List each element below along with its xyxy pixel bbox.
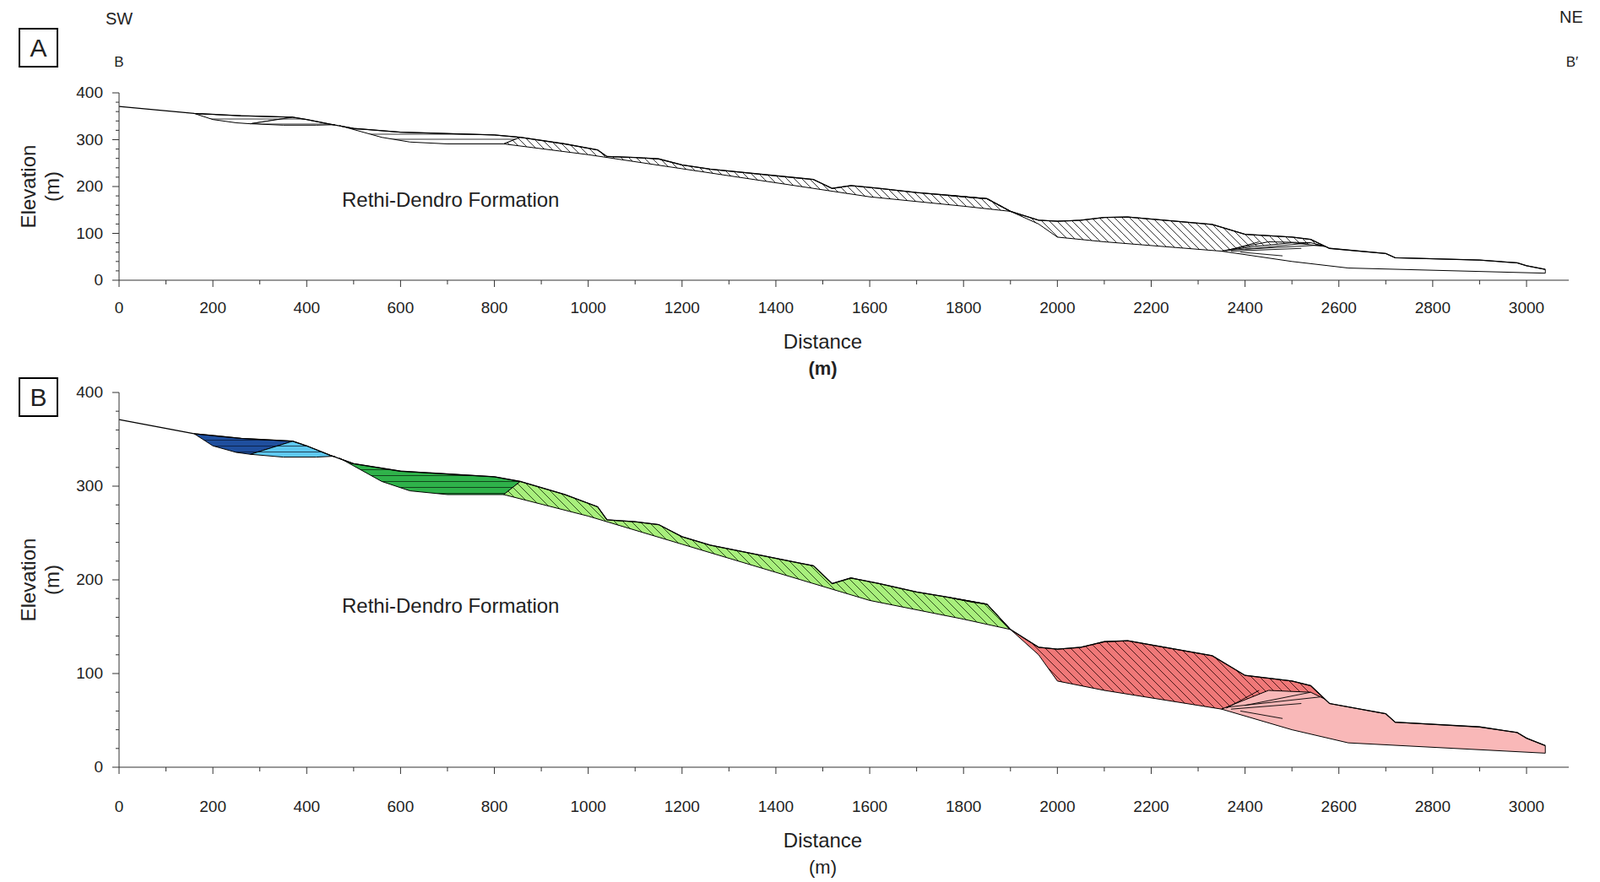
axis-tick-label: 0 (114, 298, 125, 318)
axis-tick-label: 300 (75, 477, 104, 496)
axis-unit: (m) (808, 856, 837, 879)
fault-line (1231, 704, 1302, 711)
axis-tick-label: 100 (75, 664, 104, 684)
axis-tick-label: 400 (75, 383, 104, 402)
landslide-body (250, 441, 336, 458)
topographic-profile (119, 106, 1546, 270)
axis-tick-label: 200 (75, 570, 104, 590)
fault-line (1245, 243, 1312, 250)
axis-tick-label: 0 (114, 797, 125, 817)
fault-line (1225, 690, 1259, 709)
panel-letter: B (29, 385, 47, 411)
axis-tick-label: 1800 (945, 298, 982, 318)
axis-tick-label: 2800 (1415, 298, 1451, 318)
axis-tick-label: 2400 (1226, 298, 1263, 318)
colored-section (112, 392, 1569, 775)
formation-label: Rethi-Dendro Formation (341, 594, 559, 619)
axis-tick-label: 0 (93, 271, 104, 290)
axis-tick-label: 800 (481, 797, 509, 817)
panel-letter: A (29, 35, 47, 61)
axis-tick-label: 2000 (1039, 797, 1075, 817)
landslide-body (250, 117, 336, 125)
fault-line (1240, 252, 1283, 256)
axis-tick-label: 2200 (1133, 797, 1169, 817)
section-end-label: B′ (1566, 54, 1579, 71)
axis-tick-label: 1600 (851, 797, 888, 817)
axis-tick-label: 2800 (1415, 797, 1451, 817)
landslide-body (504, 481, 1011, 630)
landslide-body (1221, 690, 1546, 754)
axis-tick-label: 1600 (851, 298, 888, 318)
axis-tick-label: 2200 (1133, 298, 1169, 318)
landslide-body (987, 198, 1325, 251)
axis-tick-label: 200 (199, 797, 227, 817)
axis-unit: (m) (808, 357, 837, 380)
axis-title: Elevation (m) (16, 529, 64, 631)
axis-tick-label: 1800 (945, 797, 982, 817)
axis-tick-label: 600 (387, 797, 415, 817)
axis-tick-label: 2400 (1226, 797, 1263, 817)
axis-tick-label: 600 (387, 298, 415, 318)
axis-tick-label: 400 (292, 797, 320, 817)
axis-tick-label: 200 (199, 298, 227, 318)
fault-line (1245, 692, 1312, 706)
compass-direction: NE (1559, 7, 1584, 28)
axis-title: Distance (783, 330, 863, 354)
axis-tick-label: 400 (292, 298, 320, 318)
panel-label-box: B (18, 377, 59, 418)
axis-tick-label: 1400 (758, 298, 794, 318)
axis-tick-label: 1000 (570, 298, 607, 318)
formation-label: Rethi-Dendro Formation (341, 188, 559, 212)
axis-tick-label: 1400 (758, 797, 794, 817)
axes (112, 92, 1569, 288)
compass-direction: SW (105, 9, 133, 29)
outline-section (112, 92, 1569, 288)
axis-tick-label: 1200 (664, 298, 700, 318)
axis-tick-label: 400 (75, 83, 104, 103)
fault-line (1231, 248, 1302, 251)
axis-tick-label: 1000 (570, 797, 607, 817)
axis-tick-label: 3000 (1508, 298, 1545, 318)
axis-title: Elevation (m) (16, 135, 64, 238)
axis-tick-label: 300 (75, 130, 104, 150)
axis-tick-label: 100 (75, 224, 104, 244)
axes (112, 392, 1569, 775)
axis-tick-label: 2000 (1039, 298, 1075, 318)
axis-tick-label: 0 (93, 758, 104, 777)
axis-tick-label: 3000 (1508, 797, 1545, 817)
panel-label-box: A (18, 27, 59, 68)
fault-line (1225, 241, 1259, 251)
axis-tick-label: 200 (75, 177, 104, 196)
axis-tick-label: 1200 (664, 797, 700, 817)
axis-title: Distance (783, 829, 863, 853)
landslide-body (1221, 241, 1546, 273)
axis-tick-label: 2600 (1321, 298, 1357, 318)
section-end-label: B (113, 54, 124, 71)
axis-tick-label: 2600 (1321, 797, 1357, 817)
topographic-profile (119, 419, 1546, 746)
axis-tick-label: 800 (481, 298, 509, 318)
fault-line (1240, 710, 1283, 719)
